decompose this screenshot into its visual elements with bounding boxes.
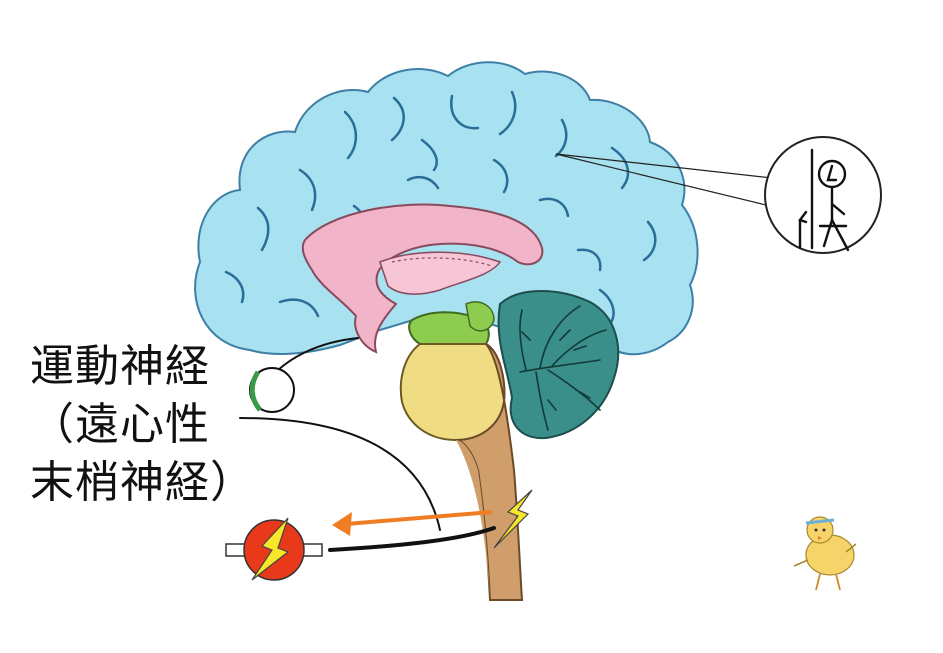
label-line-3: 末梢神経） (30, 457, 255, 508)
motor-nerve-label: 運動神経 （遠心性 末梢神経） (30, 338, 270, 512)
thought-bubble (764, 136, 882, 254)
signal-arrow (332, 510, 493, 536)
stick-figure-icon (798, 148, 850, 252)
callout-lines (555, 153, 773, 207)
corpus-callosum (301, 203, 544, 354)
label-line-2: （遠心性 (30, 399, 210, 450)
lightning-icon (493, 489, 533, 549)
muscle (225, 517, 323, 581)
pons (399, 343, 506, 442)
lightning-icon (251, 517, 290, 581)
chick-icon (793, 516, 857, 591)
cerebellum (497, 290, 620, 440)
eye-icon (249, 367, 295, 413)
label-line-1: 運動神経 (30, 341, 210, 392)
midbrain (408, 301, 495, 348)
